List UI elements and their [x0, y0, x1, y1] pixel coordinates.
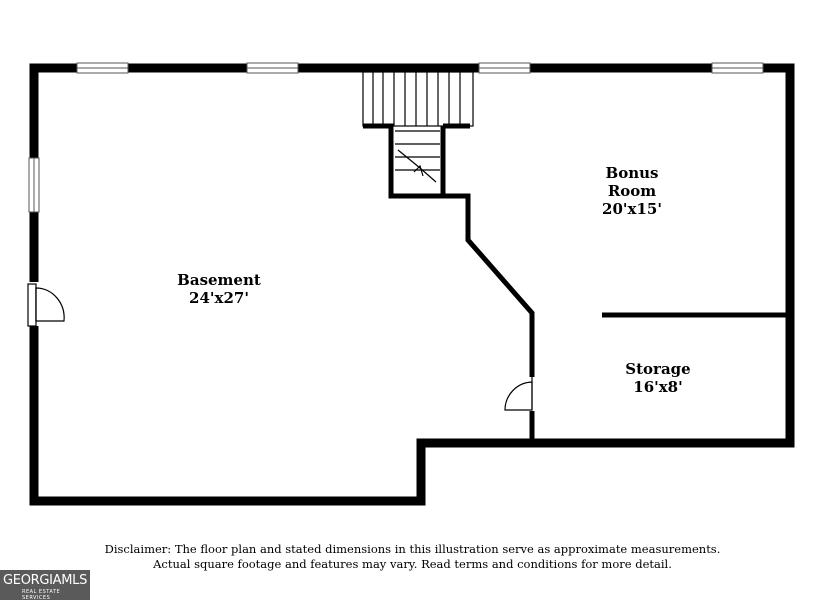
- georgia-mls-logo: GEORGIAMLS REAL ESTATE SERVICES: [0, 570, 90, 601]
- room-dim-bonus: 20'x15': [602, 200, 662, 218]
- room-dim-storage: 16'x8': [633, 378, 682, 396]
- disclaimer-line-2: Actual square footage and features may v…: [153, 557, 672, 571]
- room-dim-basement: 24'x27': [189, 289, 249, 307]
- logo-main-text: GEORGIAMLS: [3, 573, 88, 588]
- room-label-basement: Basement: [177, 271, 261, 289]
- top-windows: [76, 62, 764, 74]
- logo-sub-text: REAL ESTATE SERVICES: [22, 589, 61, 601]
- stairs: [362, 71, 474, 183]
- storage-door: [504, 377, 536, 411]
- interior-walls: [363, 123, 787, 440]
- walls: [29, 63, 795, 506]
- outer-wall: [29, 63, 795, 506]
- left-window: [28, 157, 40, 213]
- room-label-storage: Storage: [625, 360, 690, 378]
- stair-wall: [363, 123, 535, 377]
- room-label-bonus-1: Bonus: [606, 164, 659, 182]
- disclaimer-line-1: Disclaimer: The floor plan and stated di…: [104, 542, 721, 556]
- exterior-door: [27, 283, 65, 327]
- room-label-bonus-2: Room: [608, 182, 656, 200]
